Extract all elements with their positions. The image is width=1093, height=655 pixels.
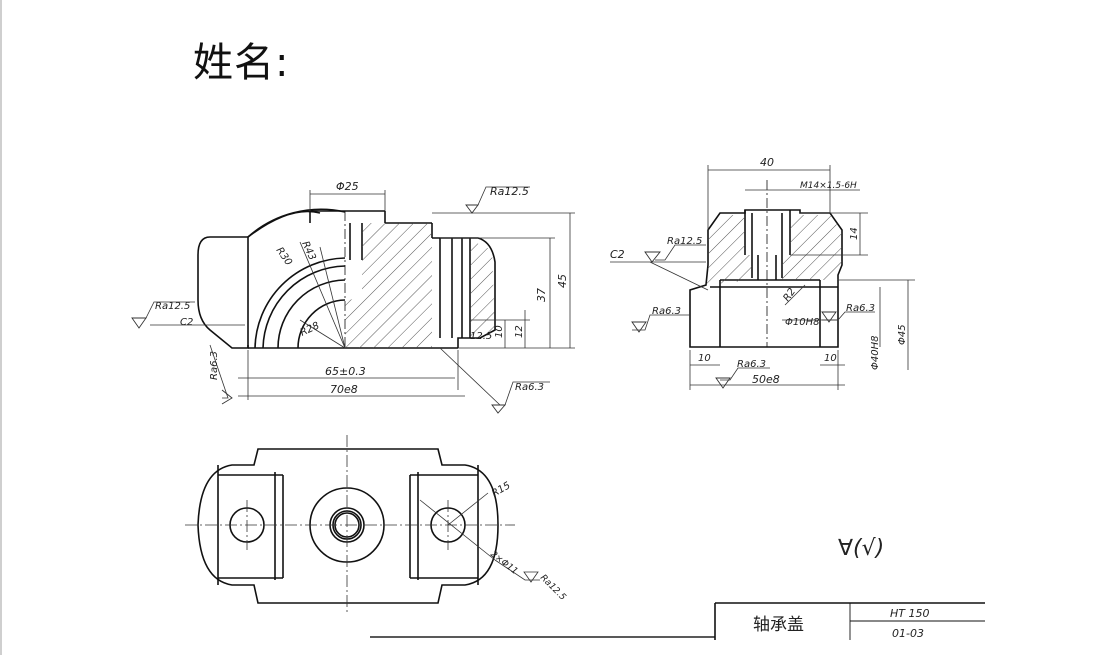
front-dim-37: 37 xyxy=(535,288,548,302)
side-dim-50: 50e8 xyxy=(752,373,780,386)
side-rough-bottom: Ra6.3 xyxy=(737,359,766,370)
title-block xyxy=(714,602,985,640)
side-section-hatch-right xyxy=(782,215,842,280)
side-chamfer: C2 xyxy=(610,248,625,261)
side-dim-40: 40 xyxy=(760,156,774,169)
title-block-part-name: 轴承盖 xyxy=(753,615,804,635)
top-view-centerlines xyxy=(185,435,515,615)
side-view-dimensions xyxy=(610,165,915,390)
name-label: 姓名: xyxy=(193,40,290,86)
side-rough-left: Ra6.3 xyxy=(652,306,681,317)
sheet-left-border xyxy=(0,0,2,655)
top-view-dimensions xyxy=(419,492,540,583)
side-dim-14: 14 xyxy=(849,227,860,240)
front-r30: R30 xyxy=(274,245,294,267)
front-r43: R43 xyxy=(299,240,317,262)
front-dim-12: 12 xyxy=(514,325,525,338)
side-view-roughness-marks xyxy=(631,251,837,389)
front-section-hatch-right xyxy=(470,240,495,338)
front-dim-45: 45 xyxy=(556,274,569,288)
side-dim-10a: 10 xyxy=(698,353,711,364)
front-r28: R28 xyxy=(299,320,321,338)
front-chamfer-left: C2 xyxy=(180,317,193,328)
top-holes: 2×Φ11 xyxy=(488,549,519,576)
front-rough-bottom-right: Ra6.3 xyxy=(515,382,544,393)
side-dim-45: Φ45 xyxy=(897,324,908,345)
front-view-roughness-marks xyxy=(131,204,506,414)
front-dim-10: 10 xyxy=(494,325,505,338)
top-r15: R15 xyxy=(490,480,513,499)
side-dim-10b: 10 xyxy=(824,353,837,364)
side-rough-inner: Ra6.3 xyxy=(846,303,875,314)
title-block-material: HT 150 xyxy=(890,607,929,620)
front-dim-65: 65±0.3 xyxy=(325,365,366,378)
side-section-hatch xyxy=(706,215,752,285)
side-r2: R2 xyxy=(781,287,798,304)
front-rough-step: 12.5 xyxy=(470,331,492,342)
side-dim-40h8: Φ40H8 xyxy=(870,336,881,370)
side-dim-bore: Φ10H8 xyxy=(785,317,819,328)
general-roughness-symbol: ∀(√) xyxy=(838,536,884,561)
front-dim-top-dia: Φ25 xyxy=(336,180,359,193)
front-dim-70: 70e8 xyxy=(330,383,358,396)
front-view-dimensions xyxy=(132,186,575,406)
side-thread: M14×1.5-6H xyxy=(800,181,857,191)
front-rough-bottom-left: Ra6.3 xyxy=(209,351,220,380)
front-rough-top: Ra12.5 xyxy=(490,185,529,198)
front-section-hatch xyxy=(345,223,432,348)
front-rough-left: Ra12.5 xyxy=(155,301,190,312)
side-rough-top: Ra12.5 xyxy=(667,236,702,247)
title-block-drawing-no: 01-03 xyxy=(892,627,924,640)
top-rough-holes: Ra12.5 xyxy=(538,573,568,603)
